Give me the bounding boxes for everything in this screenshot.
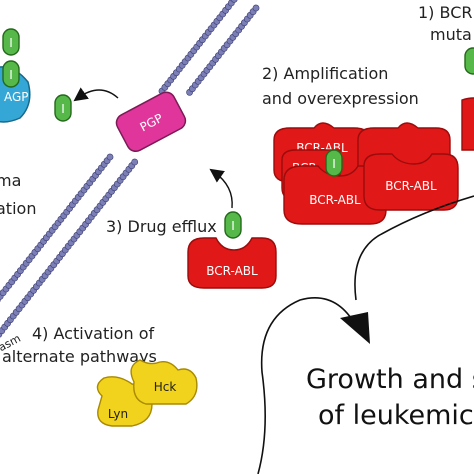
svg-text:I: I	[332, 157, 336, 171]
efflux-label: 3) Drug efflux	[106, 217, 217, 236]
agp-label: AGP	[4, 90, 29, 104]
amplification-label-line2: and overexpression	[262, 89, 419, 108]
inhibitor-effluxed: I	[54, 94, 72, 122]
growth-label-line1: Growth and s	[306, 364, 474, 395]
bcr-abl-single: BCR-ABL	[187, 237, 277, 289]
bcr-abl-mutation-partial	[461, 97, 474, 151]
svg-text:I: I	[9, 68, 13, 82]
bcr-abl-cluster: BCR-ABL BCR- BCR-ABL BCR-ABL	[273, 122, 459, 225]
hck-label: Hck	[154, 380, 177, 394]
growth-arrow-upper	[354, 195, 474, 301]
inhibitor-bound-cluster: I	[325, 149, 343, 177]
bcr-abl-label-single: BCR-ABL	[206, 264, 258, 278]
alternate-label-line2: alternate pathways	[2, 347, 157, 366]
bcr-abl-label-right: BCR-ABL	[385, 179, 437, 193]
inhibitor-free: I	[224, 211, 242, 239]
efflux-arrow-in	[209, 168, 233, 209]
plasma-label-line1: ma	[0, 171, 21, 190]
inhibitor-agp-mid: I	[2, 60, 20, 88]
membrane-bead	[131, 158, 139, 166]
membrane-bead	[252, 4, 260, 12]
plasma-membrane	[0, 0, 260, 338]
svg-text:I: I	[231, 219, 235, 233]
pgp-transporter: PGP	[115, 91, 187, 153]
svg-text:I: I	[61, 102, 65, 116]
growth-label-line2: of leukemic	[318, 400, 474, 431]
mutation-label-line2: muta	[430, 25, 472, 44]
amplification-label-line1: 2) Amplification	[262, 64, 388, 83]
growth-arrow	[257, 297, 357, 474]
inhibitor-mutation	[464, 47, 474, 75]
svg-text:I: I	[9, 36, 13, 50]
alternate-label-line1: 4) Activation of	[32, 324, 154, 343]
mutation-label-line1: 1) BCR	[418, 3, 473, 22]
inhibitor-agp-top: I	[2, 28, 20, 56]
hck-kinase: Hck	[130, 359, 198, 405]
efflux-arrow-out	[73, 87, 119, 102]
membrane-bead	[106, 153, 114, 161]
growth-arrow-head	[340, 312, 370, 344]
bcr-abl-label-front: BCR-ABL	[309, 193, 361, 207]
membrane-bead	[230, 0, 238, 3]
lyn-label: Lyn	[108, 407, 128, 421]
plasma-label-line2: ation	[0, 199, 36, 218]
